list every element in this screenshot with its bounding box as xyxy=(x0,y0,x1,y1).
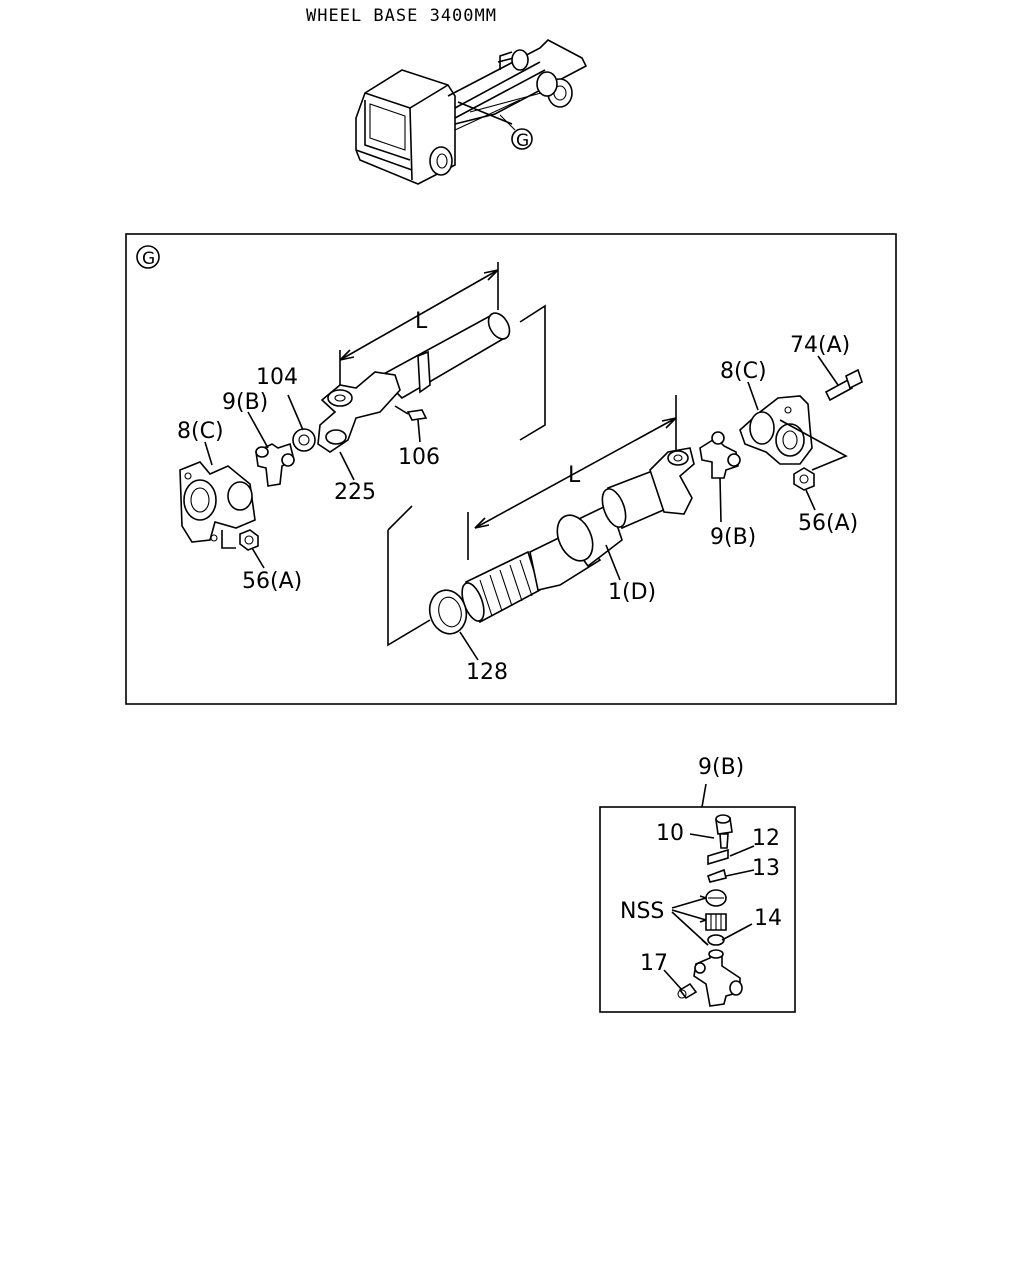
part-label-104: 104 xyxy=(256,365,298,390)
part-label-128: 128 xyxy=(466,660,508,685)
diagram-title: WHEEL BASE 3400MM xyxy=(306,6,497,26)
detail-panel-frame xyxy=(599,806,796,1013)
part-label-1d: 1(D) xyxy=(608,580,656,605)
part-label-9b-right: 9(B) xyxy=(710,525,756,550)
detail-label-10: 10 xyxy=(656,821,684,846)
part-label-225: 225 xyxy=(334,480,376,505)
view-marker-label: G xyxy=(516,131,529,151)
detail-label-12: 12 xyxy=(752,826,780,851)
part-label-106: 106 xyxy=(398,445,440,470)
part-label-8c-left: 8(C) xyxy=(177,419,224,444)
dimension-label-upper: L xyxy=(415,309,428,334)
truck-overview-illustration: G xyxy=(355,39,588,185)
upper-shaft-assembly xyxy=(179,262,546,551)
main-panel-marker: G xyxy=(142,249,155,269)
detail-label-17: 17 xyxy=(640,951,668,976)
dimension-label-lower: L xyxy=(568,463,581,488)
universal-joint-detail xyxy=(663,814,755,1007)
detail-label-14: 14 xyxy=(754,906,782,931)
leader-lines xyxy=(204,355,839,661)
view-marker-circle xyxy=(511,128,533,150)
part-label-9b-left: 9(B) xyxy=(222,390,268,415)
detail-header-leader xyxy=(701,783,707,808)
detail-header-label: 9(B) xyxy=(698,755,744,780)
detail-label-nss: NSS xyxy=(620,899,664,924)
main-panel-frame xyxy=(125,233,897,705)
part-label-8c-right: 8(C) xyxy=(720,359,767,384)
detail-label-13: 13 xyxy=(752,856,780,881)
part-label-56a-right: 56(A) xyxy=(798,511,858,536)
part-label-56a-left: 56(A) xyxy=(242,569,302,594)
part-label-74a: 74(A) xyxy=(790,333,850,358)
main-panel-marker-circle xyxy=(136,245,160,269)
lower-shaft-assembly xyxy=(387,368,863,647)
